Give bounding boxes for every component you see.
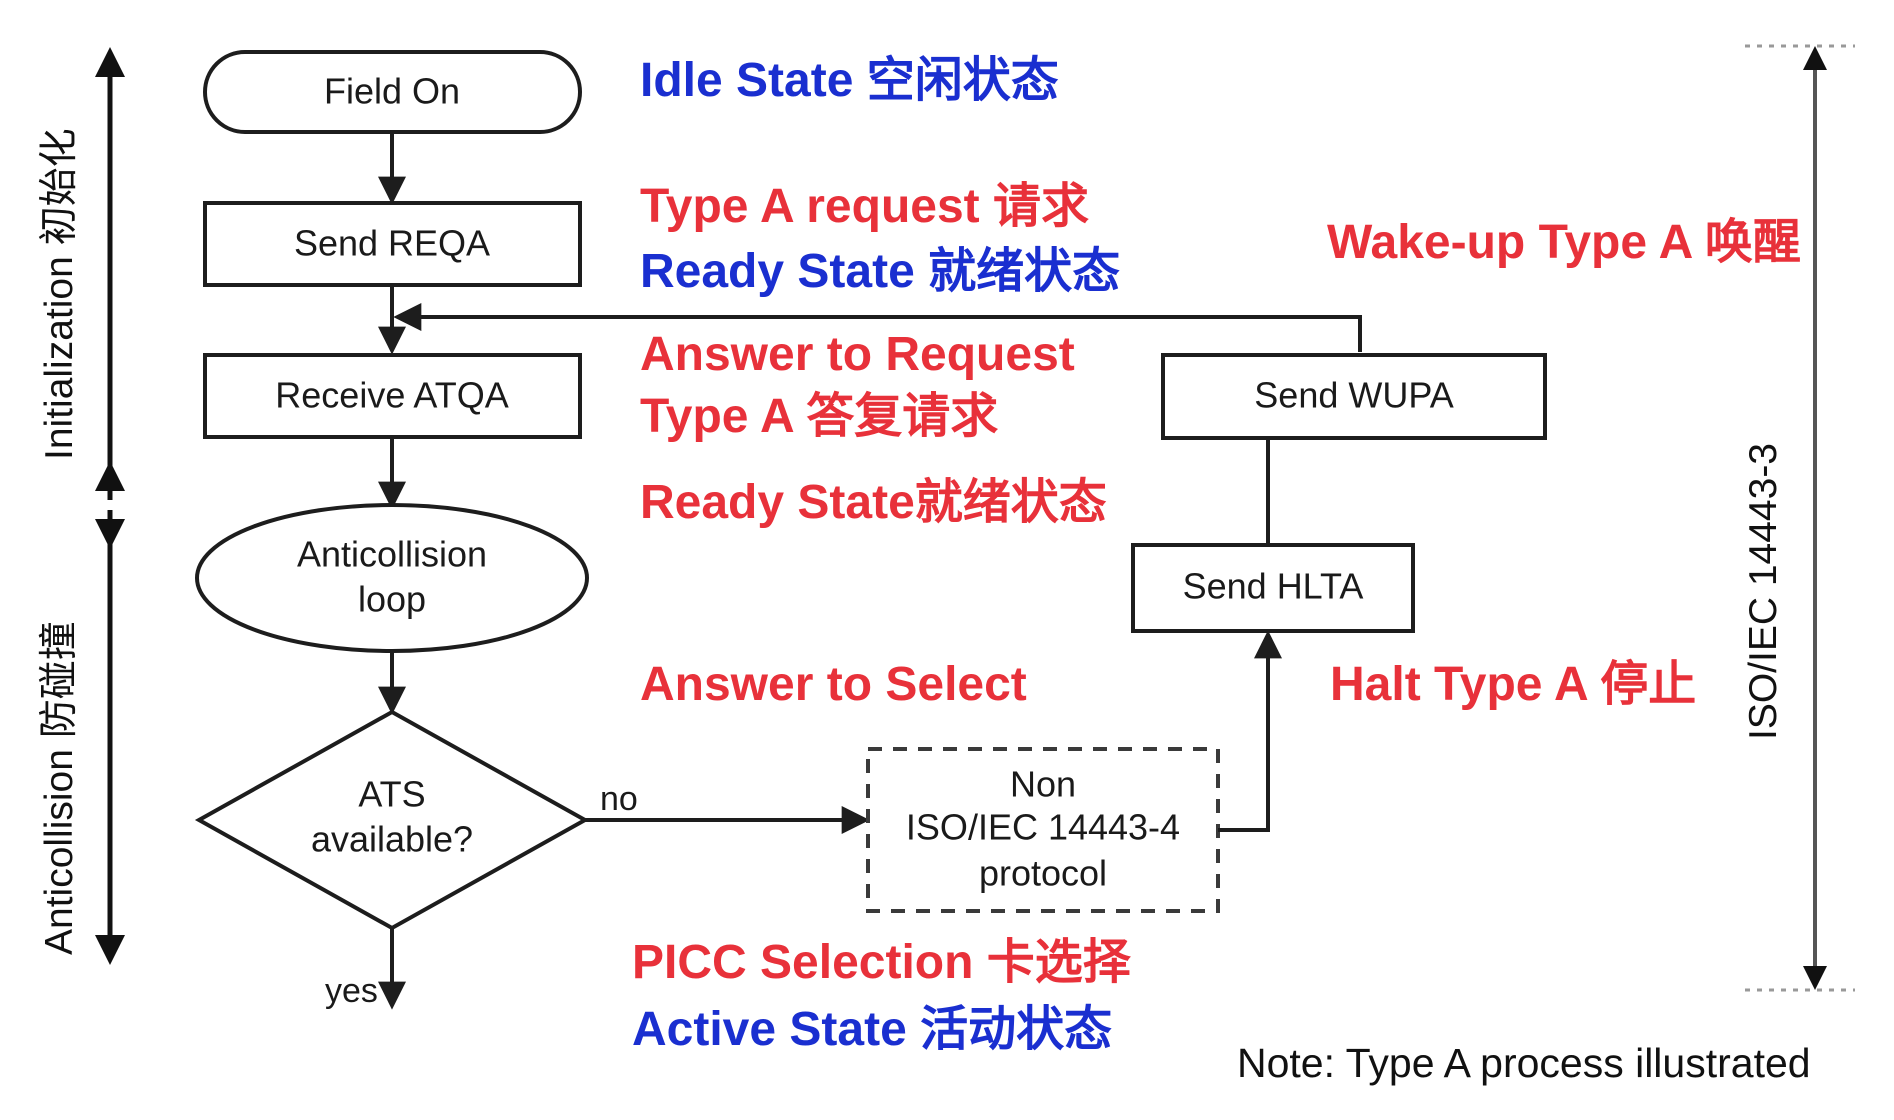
svg-text:protocol: protocol bbox=[979, 853, 1107, 894]
left-label-anticollision: Anticollision 防碰撞 bbox=[38, 621, 81, 955]
node-non-iso-protocol[interactable]: Non ISO/IEC 14443-4 protocol bbox=[866, 747, 1220, 913]
svg-text:Send WUPA: Send WUPA bbox=[1254, 375, 1453, 416]
annotation-ready-state-2: Ready State就绪状态 bbox=[640, 476, 1107, 529]
svg-text:Receive ATQA: Receive ATQA bbox=[275, 375, 508, 416]
edge-label-no: no bbox=[600, 780, 638, 818]
node-ats-available[interactable]: ATS available? bbox=[194, 709, 590, 931]
annotation-wake-up-type-a: Wake-up Type A 唤醒 bbox=[1327, 216, 1801, 269]
right-label-iso-14443-3: ISO/IEC 14443-3 bbox=[1742, 443, 1785, 740]
node-anticollision-loop[interactable]: Anticollision loop bbox=[195, 503, 589, 653]
node-send-wupa[interactable]: Send WUPA bbox=[1161, 353, 1547, 440]
annotation-ready-state-1: Ready State 就绪状态 bbox=[640, 245, 1121, 298]
svg-text:Anticollision: Anticollision bbox=[297, 534, 487, 575]
svg-text:Non: Non bbox=[1010, 764, 1076, 805]
annotation-halt-type-a: Halt Type A 停止 bbox=[1330, 658, 1697, 711]
svg-text:loop: loop bbox=[358, 579, 426, 620]
node-field-on[interactable]: Field On bbox=[203, 50, 582, 134]
note-text: Note: Type A process illustrated bbox=[1237, 1040, 1811, 1086]
annotation-idle-state: Idle State 空闲状态 bbox=[640, 54, 1059, 107]
node-receive-atqa[interactable]: Receive ATQA bbox=[203, 353, 582, 439]
annotation-active-state: Active State 活动状态 bbox=[632, 1003, 1113, 1056]
edge-send-wupa-to-receive-atqa bbox=[393, 303, 1362, 352]
svg-text:Send HLTA: Send HLTA bbox=[1183, 566, 1364, 607]
annotation-type-a-answer: Type A 答复请求 bbox=[640, 390, 999, 443]
edge-non-iso-protocol-to-send-hlta bbox=[1218, 630, 1282, 832]
annotation-picc-selection: PICC Selection 卡选择 bbox=[632, 936, 1131, 989]
left-label-initialization: Initialization 初始化 bbox=[38, 128, 81, 460]
node-send-reqa[interactable]: Send REQA bbox=[203, 201, 582, 287]
annotation-type-a-request: Type A request 请求 bbox=[640, 180, 1089, 233]
svg-text:ATS: ATS bbox=[358, 774, 425, 815]
annotation-answer-to-request: Answer to Request bbox=[640, 328, 1075, 381]
svg-text:available?: available? bbox=[311, 819, 473, 860]
annotation-answer-to-select: Answer to Select bbox=[640, 658, 1027, 711]
svg-text:Send REQA: Send REQA bbox=[294, 223, 490, 264]
node-send-hlta[interactable]: Send HLTA bbox=[1131, 543, 1415, 633]
svg-text:Field On: Field On bbox=[324, 71, 460, 112]
svg-text:ISO/IEC 14443-4: ISO/IEC 14443-4 bbox=[906, 807, 1180, 848]
right-scope-axis bbox=[1745, 44, 1855, 992]
edge-label-yes: yes bbox=[325, 972, 378, 1010]
